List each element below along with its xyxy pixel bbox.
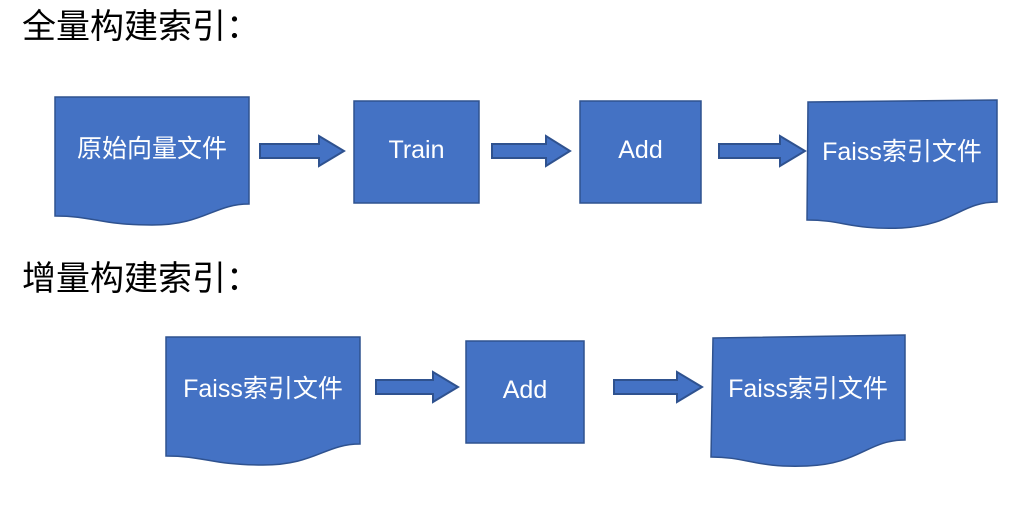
arrow-add-to-faiss-out [613,370,704,404]
right-arrow-icon [259,134,346,168]
right-arrow-icon [491,134,572,168]
section-heading-incremental-build: 增量构建索引： [22,260,260,298]
node-faiss-index-file-output-incremental[interactable]: Faiss索引文件 [710,334,906,468]
node-raw-vector-file[interactable]: 原始向量文件 [54,96,250,226]
section-heading-full-build: 全量构建索引： [22,8,260,46]
right-arrow-icon [613,370,704,404]
arrow-raw-to-train [259,134,346,168]
document-shape-icon [806,99,998,230]
document-shape-icon [165,336,361,466]
node-faiss-index-file-input[interactable]: Faiss索引文件 [165,336,361,466]
rectangle-shape-icon [465,340,585,444]
node-faiss-index-file-output[interactable]: Faiss索引文件 [806,98,998,230]
arrow-train-to-add [491,134,572,168]
document-shape-icon [54,96,250,226]
right-arrow-icon [375,370,460,404]
arrow-add-to-faiss-index [718,134,807,168]
arrow-faiss-in-to-add [375,370,460,404]
rectangle-shape-icon [579,100,702,204]
node-add-top[interactable]: Add [579,100,702,204]
node-add-bottom[interactable]: Add [465,340,585,444]
right-arrow-icon [718,134,807,168]
rectangle-shape-icon [353,100,480,204]
node-train[interactable]: Train [353,100,480,204]
document-shape-icon [710,334,906,467]
